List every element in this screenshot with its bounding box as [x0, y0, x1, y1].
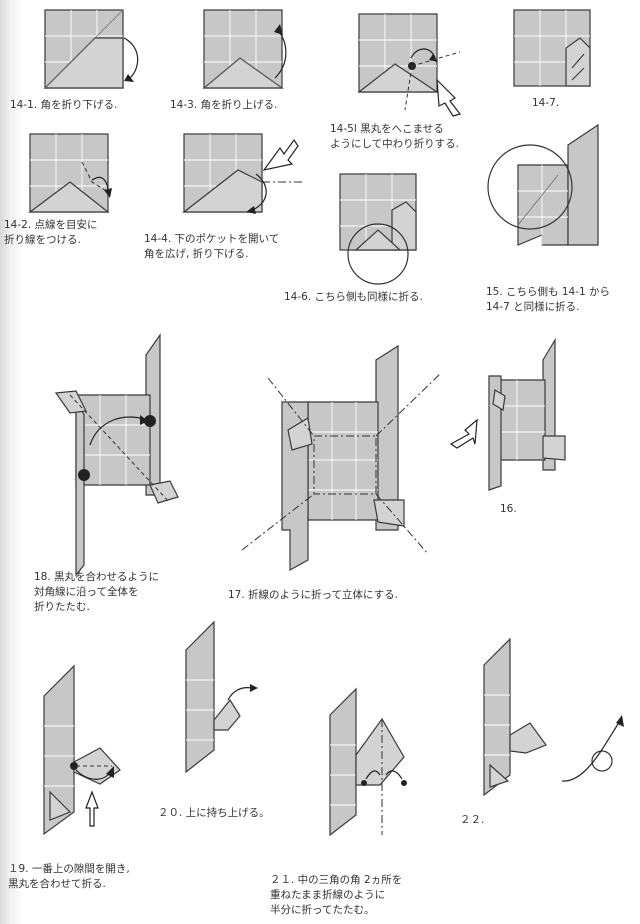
caption-17: 17. 折線のように折って立体にする.: [228, 588, 398, 603]
caption-22: ２２.: [460, 813, 484, 828]
caption-14-3: 14-3. 角を折り上げる.: [170, 98, 277, 113]
diagram-16: [445, 340, 595, 500]
step-19: １9. 一番上の隙間を開き, 黒丸を合わせて折る.: [40, 662, 190, 892]
diagram-14-3: [200, 8, 310, 108]
diagram-14-6: [334, 170, 454, 290]
diagram-20: [178, 620, 308, 790]
diagram-18: [40, 335, 220, 565]
diagram-17: [228, 340, 458, 580]
step-17: 17. 折線のように折って立体にする.: [228, 340, 458, 610]
caption-14-4: 14-4. 下のポケットを開いて 角を広げ, 折り下げる.: [144, 232, 279, 262]
caption-14-6: 14-6. こちら側も同様に折る.: [284, 290, 423, 305]
diagram-21: [320, 685, 460, 855]
caption-14-2: 14-2. 点線を目安に 折り線をつける.: [4, 218, 98, 248]
caption-19: １9. 一番上の隙間を開き, 黒丸を合わせて折る.: [8, 862, 130, 892]
step-14-5: 14-5l 黒丸をへこませる ようにして中わり折りする.: [355, 10, 505, 150]
diagram-14-7: [510, 8, 620, 98]
caption-15: 15. こちら側も 14-1 から 14-7 と同様に折る.: [486, 285, 610, 315]
diagram-22: [480, 635, 638, 805]
step-16: 16.: [445, 340, 635, 530]
diagram-14-4: [180, 130, 320, 230]
step-15: 15. こちら側も 14-1 から 14-7 と同様に折る.: [488, 125, 638, 325]
step-14-1: 14-1. 角を折り下げる.: [40, 8, 160, 128]
step-14-7: 14-7.: [510, 8, 630, 118]
caption-21: ２１. 中の三角の角 2ヵ所を 重ねたまま折線のように 半分に折ってたたむ。: [270, 873, 402, 918]
caption-16: 16.: [500, 502, 517, 517]
step-18: 18. 黒丸を合わせるように 対角線に沿って全体を 折りたたむ.: [40, 335, 230, 625]
diagram-19: [40, 662, 170, 842]
step-22: ２２.: [480, 635, 638, 845]
caption-18: 18. 黒丸を合わせるように 対角線に沿って全体を 折りたたむ.: [34, 570, 159, 615]
step-20: ２０. 上に持ち上げる。: [178, 620, 328, 830]
step-14-6: 14-6. こちら側も同様に折る.: [334, 170, 504, 320]
caption-14-1: 14-1. 角を折り下げる.: [10, 98, 117, 113]
diagram-14-1: [40, 8, 160, 108]
step-14-4: 14-4. 下のポケットを開いて 角を広げ, 折り下げる.: [180, 130, 350, 270]
step-21: ２１. 中の三角の角 2ヵ所を 重ねたまま折線のように 半分に折ってたたむ。: [320, 685, 490, 921]
diagram-14-5: [355, 10, 475, 120]
caption-20: ２０. 上に持ち上げる。: [158, 806, 270, 821]
caption-14-7: 14-7.: [532, 96, 559, 111]
step-14-3: 14-3. 角を折り上げる.: [200, 8, 340, 128]
diagram-14-2: [26, 132, 136, 222]
diagram-15: [488, 125, 608, 275]
